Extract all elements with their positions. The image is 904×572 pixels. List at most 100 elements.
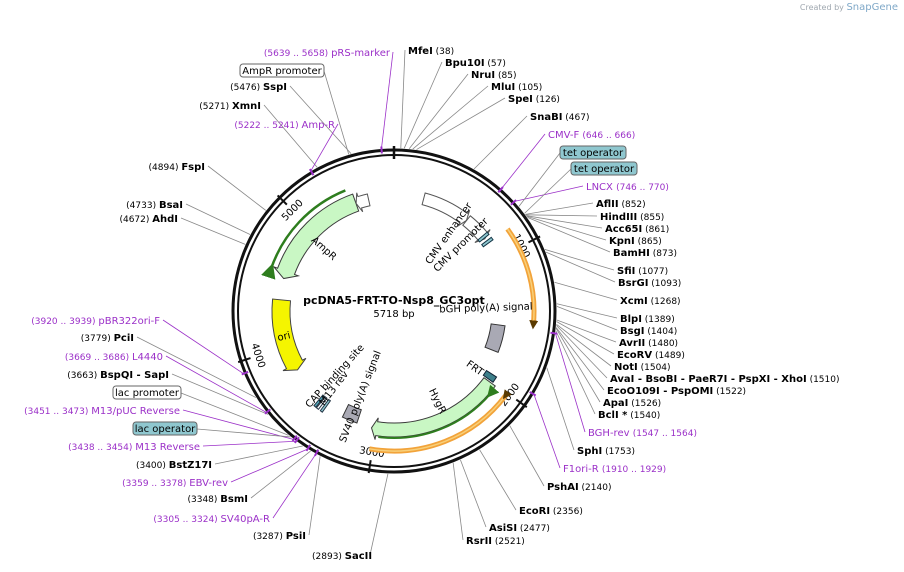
watermark: Created by SnapGene bbox=[800, 2, 898, 13]
m13-rev-mark bbox=[319, 398, 332, 413]
enzyme-name: SfiI bbox=[617, 266, 635, 277]
enzyme-leader-line bbox=[556, 321, 615, 355]
enzyme-label: SphI (1753) bbox=[577, 446, 635, 457]
primer-name: Amp-R bbox=[302, 120, 336, 131]
enzyme-position: (105) bbox=[515, 83, 542, 93]
primer-leader-line bbox=[533, 394, 561, 469]
label-box-frame bbox=[559, 145, 627, 160]
enzyme-site: SpeI (126) bbox=[508, 94, 560, 105]
enzyme-label: NruI (85) bbox=[471, 70, 516, 81]
primer-site: LNCX (746 .. 770) bbox=[510, 182, 669, 206]
ampr-orf-line bbox=[261, 189, 346, 280]
enzyme-leader-line bbox=[556, 306, 618, 331]
tet-operator-mark bbox=[481, 236, 494, 248]
primer-site: BGH-rev (1547 .. 1564) bbox=[550, 331, 697, 439]
scale-tick bbox=[515, 398, 528, 409]
lac-operator-mark bbox=[313, 394, 326, 408]
enzyme-site: AvrII (1480) bbox=[619, 338, 678, 349]
enzyme-position: (2893) bbox=[312, 552, 345, 562]
enzyme-name: FspI bbox=[181, 162, 205, 173]
enzyme-position: (38) bbox=[433, 47, 454, 57]
primer-name: M13/pUC Reverse bbox=[91, 406, 180, 417]
enzyme-position: (1504) bbox=[638, 363, 671, 373]
enzyme-position: (1389) bbox=[642, 315, 675, 325]
bgh-polya-label: bGH poly(A) signal bbox=[439, 302, 533, 316]
enzyme-site: Bpu10I (57) bbox=[445, 58, 506, 69]
enzyme-name: Acc65I bbox=[605, 224, 642, 235]
enzyme-label: (5271) XmnI bbox=[199, 101, 261, 112]
enzyme-position: (57) bbox=[485, 59, 506, 69]
primer-site: (3359 .. 3378) EBV-rev bbox=[122, 444, 312, 489]
enzyme-leader-line bbox=[525, 202, 594, 215]
enzyme-site: ApaI (1526) bbox=[603, 398, 661, 409]
primer-name: pRS-marker bbox=[331, 48, 391, 59]
primer-leader-line bbox=[162, 319, 244, 375]
enzyme-position: (852) bbox=[619, 200, 646, 210]
primer-position: (3359 .. 3378) bbox=[122, 479, 189, 489]
enzyme-name: SnaBI bbox=[530, 112, 562, 123]
enzyme-name: ApaI bbox=[603, 398, 628, 409]
enzyme-leader-line bbox=[556, 325, 608, 379]
ori-label: ori bbox=[276, 330, 291, 344]
label-box-leader bbox=[180, 392, 289, 436]
enzyme-site: AflII (852) bbox=[596, 199, 646, 210]
enzyme-leader-line bbox=[171, 373, 269, 415]
primer-leader-line bbox=[514, 185, 584, 202]
enzyme-name: KpnI bbox=[609, 236, 635, 247]
primer-site: (3669 .. 3686) L4440 bbox=[65, 352, 271, 415]
primer-site: (3451 .. 3473) M13/pUC Reverse bbox=[24, 406, 298, 442]
enzyme-leader-line bbox=[555, 328, 601, 403]
label-box-leader bbox=[196, 428, 291, 438]
hygr-outer-orf-arc-inner bbox=[369, 389, 512, 452]
enzyme-position: (3348) bbox=[187, 495, 220, 505]
enzyme-leader-line bbox=[412, 85, 489, 150]
enzyme-label: ApaI (1526) bbox=[603, 398, 661, 409]
enzyme-leader-line bbox=[527, 217, 611, 253]
enzyme-leader-line bbox=[180, 217, 246, 245]
primer-name: F1ori-R bbox=[563, 464, 602, 475]
enzyme-name: XmnI bbox=[232, 101, 261, 112]
hygr-gene-arrow bbox=[370, 376, 496, 440]
primer-label: (5639 .. 5658) pRS-marker bbox=[264, 48, 391, 59]
enzyme-label: EcoRI (2356) bbox=[519, 506, 583, 517]
primer-position: (5639 .. 5658) bbox=[264, 49, 331, 59]
label-box-text: tet operator bbox=[574, 164, 635, 175]
enzyme-position: (865) bbox=[635, 237, 662, 247]
labels: MfeI (38)Bpu10I (57)NruI (85)MluI (105)S… bbox=[24, 46, 839, 562]
enzyme-position: (873) bbox=[650, 249, 677, 259]
operator-label-box: tet operator bbox=[570, 161, 638, 176]
primer-label: (3451 .. 3473) M13/pUC Reverse bbox=[24, 406, 180, 417]
primer-leader-line bbox=[272, 453, 317, 519]
enzyme-name: AhdI bbox=[152, 214, 178, 225]
ampr-promoter-arrow bbox=[355, 192, 371, 213]
primer-name: L4440 bbox=[132, 352, 163, 363]
enzyme-site: HindIII (855) bbox=[600, 212, 664, 223]
primer-label: (3669 .. 3686) L4440 bbox=[65, 352, 163, 363]
enzyme-leader-line bbox=[308, 456, 321, 536]
primer-leader-line bbox=[202, 440, 297, 447]
enzyme-site: BclI * (1540) bbox=[598, 410, 660, 421]
primer-site: (3920 .. 3939) pBR322ori-F bbox=[31, 316, 249, 376]
enzyme-site: EcoRI (2356) bbox=[519, 506, 583, 517]
label-box-leader bbox=[518, 152, 561, 207]
enzyme-label: MfeI (38) bbox=[408, 46, 454, 57]
enzyme-name: EcoRI bbox=[519, 506, 550, 517]
enzyme-label: MluI (105) bbox=[491, 82, 542, 93]
enzyme-leader-line bbox=[555, 327, 605, 391]
plasmid-name: pcDNA5-FRT-TO-Nsp8_GC3opt bbox=[303, 294, 485, 307]
scale-tick bbox=[276, 194, 288, 206]
hygr-orf-line bbox=[378, 384, 500, 439]
promoter-label-box: lac promoter bbox=[112, 385, 182, 400]
enzyme-site: BlpI (1389) bbox=[620, 314, 675, 325]
enzyme-position: (5271) bbox=[199, 102, 232, 112]
primer-name: BGH-rev bbox=[588, 428, 633, 439]
plasmid-title: pcDNA5-FRT-TO-Nsp8_GC3opt 5718 bp bbox=[303, 294, 485, 320]
enzyme-position: (1489) bbox=[652, 351, 685, 361]
enzyme-name: AflII bbox=[596, 199, 619, 210]
enzyme-name: AsiSI bbox=[489, 523, 517, 534]
enzyme-label: AvaI - BsoBI - PaeR7I - PspXI - XhoI (15… bbox=[610, 374, 840, 385]
plasmid-size: 5718 bp bbox=[373, 309, 414, 320]
enzyme-position: (2521) bbox=[492, 537, 525, 547]
enzyme-site: XcmI (1268) bbox=[620, 296, 681, 307]
